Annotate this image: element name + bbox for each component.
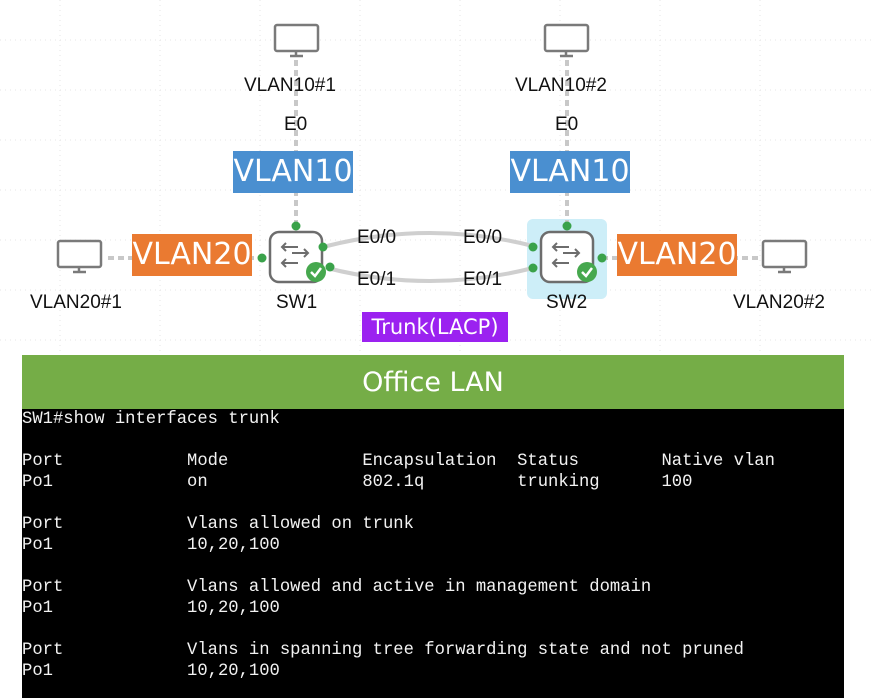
port-label-pc10-2: E0 — [555, 114, 579, 135]
terminal-line: Po1 10,20,100 — [22, 536, 280, 555]
network-topology — [0, 0, 872, 355]
port-status-dots — [257, 221, 607, 273]
terminal-line: Po1 on 802.1q trunking 100 — [22, 473, 693, 492]
port-label-sw1-top: E0/0 — [357, 227, 397, 248]
port-label-sw1-bottom: E0/1 — [357, 269, 397, 290]
port-label-sw2-top: E0/0 — [463, 227, 503, 248]
vlan20-tag-left: VLAN20 — [132, 234, 252, 276]
terminal-output: SW1#show interfaces trunk Port Mode Enca… — [22, 409, 844, 698]
node-label-vlan10-2: VLAN10#2 — [515, 75, 607, 96]
terminal-line: Port Vlans allowed and active in managem… — [22, 578, 652, 597]
office-lan-banner: Office LAN — [22, 355, 844, 409]
node-label-sw1: SW1 — [276, 292, 318, 313]
monitor-icon — [761, 239, 808, 274]
node-label-sw2: SW2 — [546, 292, 588, 313]
node-label-vlan10-1: VLAN10#1 — [244, 75, 336, 96]
terminal-line: Po1 10,20,100 — [22, 662, 280, 681]
port-label-pc10-1: E0 — [284, 114, 308, 135]
port-label-sw2-bottom: E0/1 — [463, 269, 503, 290]
terminal-line: Port Mode Encapsulation Status Native vl… — [22, 452, 775, 471]
trunk-link-e0-0 — [326, 231, 534, 248]
switch-icon — [539, 230, 597, 284]
trunk-tag: Trunk(LACP) — [362, 312, 508, 342]
terminal-line: Port Vlans allowed on trunk — [22, 515, 414, 534]
monitor-icon — [543, 23, 590, 58]
node-label-vlan20-1: VLAN20#1 — [30, 292, 122, 313]
vlan10-tag-right: VLAN10 — [510, 151, 630, 193]
monitor-icon — [273, 23, 320, 58]
monitor-icon — [56, 239, 103, 274]
terminal-line: Po1 10,20,100 — [22, 599, 280, 618]
switch-icon — [268, 230, 326, 284]
node-label-vlan20-2: VLAN20#2 — [733, 292, 825, 313]
vlan20-tag-right: VLAN20 — [617, 234, 737, 276]
vlan10-tag-left: VLAN10 — [233, 151, 353, 193]
terminal-line: Port Vlans in spanning tree forwarding s… — [22, 641, 744, 660]
terminal-line: SW1#show interfaces trunk — [22, 410, 280, 429]
trunk-link-e0-1 — [326, 266, 534, 283]
check-icon — [577, 262, 597, 282]
check-icon — [306, 262, 326, 282]
